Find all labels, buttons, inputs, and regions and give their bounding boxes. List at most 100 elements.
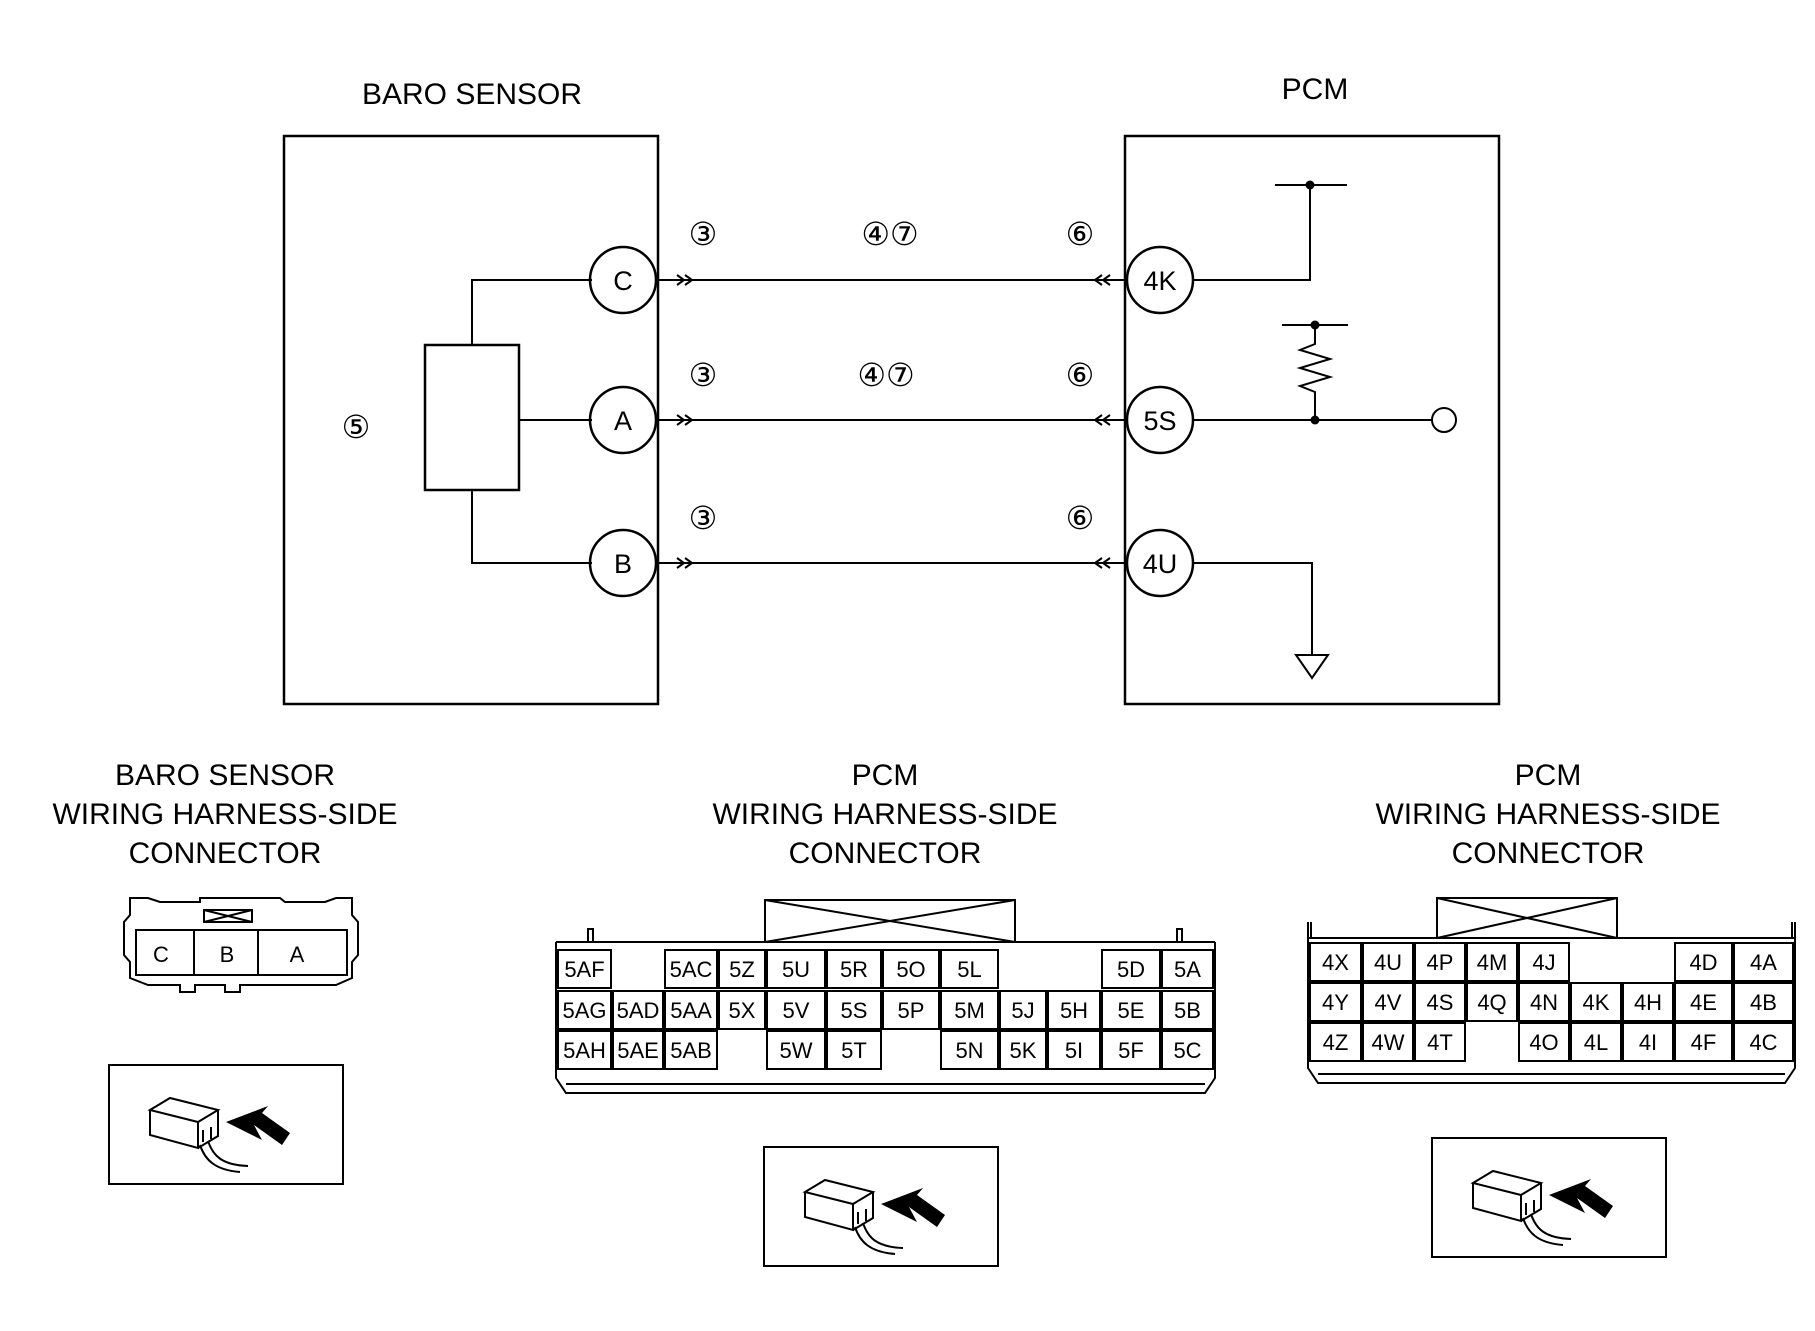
- pin-label: 5S: [841, 998, 868, 1023]
- pcm4-pin-4h: 4H: [1622, 982, 1674, 1022]
- latch-cross: [1436, 897, 1618, 939]
- pcm5-pin-5ad: 5AD: [612, 990, 664, 1030]
- pin-label: 5W: [780, 1038, 813, 1063]
- pin-cell: [826, 990, 882, 1030]
- view-icon-frame: [763, 1146, 999, 1267]
- pcm5-pin-5i: 5I: [1047, 1030, 1101, 1070]
- pin-cell: [1518, 982, 1570, 1022]
- pin-label: 4V: [1375, 990, 1402, 1015]
- pcm5-pin-5ab: 5AB: [664, 1030, 718, 1070]
- pcm5-pin-5p: 5P: [882, 990, 940, 1030]
- sensor-pin-a-label: A: [614, 406, 632, 436]
- pin-label: 4Y: [1322, 990, 1349, 1015]
- pcm5-pin-5d: 5D: [1101, 949, 1161, 989]
- pin-label: 5AC: [670, 957, 713, 982]
- pcm5-pin-5e: 5E: [1101, 990, 1161, 1030]
- connector-housing: [1307, 938, 1796, 1084]
- pcm5-pin-5b: 5B: [1161, 990, 1214, 1030]
- baro-pin-c: C: [153, 942, 169, 967]
- connector-title-line1: PCM: [852, 759, 919, 792]
- pcm4-pin-4c: 4C: [1733, 1022, 1794, 1062]
- pin-cell: [664, 990, 718, 1030]
- pcm4-pin-4b: 4B: [1733, 982, 1794, 1022]
- sensor-pin-b-label: B: [614, 549, 632, 579]
- harness-view-icon: [108, 1064, 344, 1185]
- plug-shape: [1470, 1169, 1544, 1223]
- pin-label: 4B: [1750, 990, 1777, 1015]
- pin-cell: [1570, 1022, 1622, 1062]
- view-icon-frame: [1431, 1137, 1667, 1258]
- connector-housing: [555, 942, 1216, 1094]
- connector-title-line1: BARO SENSOR: [115, 759, 335, 792]
- pcm5-pin-5a: 5A: [1161, 949, 1214, 989]
- pcm-internal-4u: [1193, 562, 1313, 655]
- baro-pin-a: A: [290, 942, 305, 967]
- pcm4-pin-4e: 4E: [1674, 982, 1733, 1022]
- pcm4-pin-4m: 4M: [1466, 942, 1518, 982]
- pin-label: 4T: [1427, 1030, 1453, 1055]
- pin-label: 5AH: [563, 1038, 606, 1063]
- pcm5-pin-5z: 5Z: [718, 949, 766, 989]
- pin-label: 4E: [1690, 990, 1717, 1015]
- pcm-pin-5s-label: 5S: [1143, 406, 1176, 436]
- plug-wires: [1522, 1200, 1572, 1246]
- pin-label: 4J: [1532, 950, 1555, 975]
- pin-label: 4L: [1584, 1030, 1608, 1055]
- pin-label: 5C: [1173, 1038, 1201, 1063]
- pin-cell: [664, 949, 718, 989]
- latch-cross: [764, 899, 1016, 943]
- pin-label: 4S: [1427, 990, 1454, 1015]
- pin-cell: [612, 1030, 664, 1070]
- baro-pin-b: B: [220, 942, 235, 967]
- pin-label: 4C: [1749, 1030, 1777, 1055]
- pcm5-pin-5ah: 5AH: [557, 1030, 612, 1070]
- pin-label: 5R: [840, 957, 868, 982]
- pin-cell: [1309, 942, 1362, 982]
- connector-mark-left: [676, 274, 694, 286]
- pin-label: 5Z: [729, 957, 755, 982]
- plug-shape: [802, 1178, 876, 1232]
- connector-title-line3: CONNECTOR: [789, 837, 982, 870]
- pin-cell: [1674, 982, 1733, 1022]
- pin-cell: [1161, 1030, 1214, 1070]
- pin-cell: [766, 990, 826, 1030]
- pin-block: [135, 929, 348, 976]
- pin-cell: [940, 949, 999, 989]
- pin-cell: [882, 990, 940, 1030]
- pin-label: 4M: [1477, 950, 1508, 975]
- pin-label: 4Z: [1323, 1030, 1349, 1055]
- element-lead-b: [471, 490, 592, 564]
- connector-title-line2: WIRING HARNESS-SIDE: [712, 798, 1057, 831]
- ground-icon: [1294, 654, 1330, 680]
- pin-cell: [826, 949, 882, 989]
- pin-label: 5H: [1060, 998, 1088, 1023]
- connector-title-line3: CONNECTOR: [129, 837, 322, 870]
- pcm5-pin-5j: 5J: [999, 990, 1047, 1030]
- pin-label: 5AD: [617, 998, 660, 1023]
- pcm4-pin-4p: 4P: [1414, 942, 1466, 982]
- pin-label: 5AF: [564, 957, 604, 982]
- pin-label: 4N: [1530, 990, 1558, 1015]
- pin-label: 4Q: [1477, 990, 1506, 1015]
- baro-sensor-title: BARO SENSOR: [362, 78, 582, 111]
- pin-label: 5I: [1065, 1038, 1083, 1063]
- element-lead-c: [471, 279, 592, 345]
- pin-cell: [1414, 942, 1466, 982]
- pin-cell: [1047, 990, 1101, 1030]
- pin-label: 4K: [1583, 990, 1610, 1015]
- pin-cell: [999, 990, 1047, 1030]
- baro-connector-section: BARO SENSOR WIRING HARNESS-SIDE CONNECTO…: [52, 759, 398, 1185]
- pcm5-pin-5ae: 5AE: [612, 1030, 664, 1070]
- plug-wires: [854, 1209, 904, 1255]
- pin-cell: [1362, 1022, 1414, 1062]
- pcm5-pin-5c: 5C: [1161, 1030, 1214, 1070]
- arrow-icon: [1549, 1179, 1613, 1218]
- sensor-box-marker: ⑤: [342, 409, 371, 445]
- pcm5-pin-5s: 5S: [826, 990, 882, 1030]
- pin-cell: [1161, 990, 1214, 1030]
- pin-cell: [718, 990, 766, 1030]
- connector-mark-right: [1093, 274, 1111, 286]
- pcm-pin-4u-label: 4U: [1143, 549, 1178, 579]
- sensor-pin-c-label: C: [613, 266, 633, 296]
